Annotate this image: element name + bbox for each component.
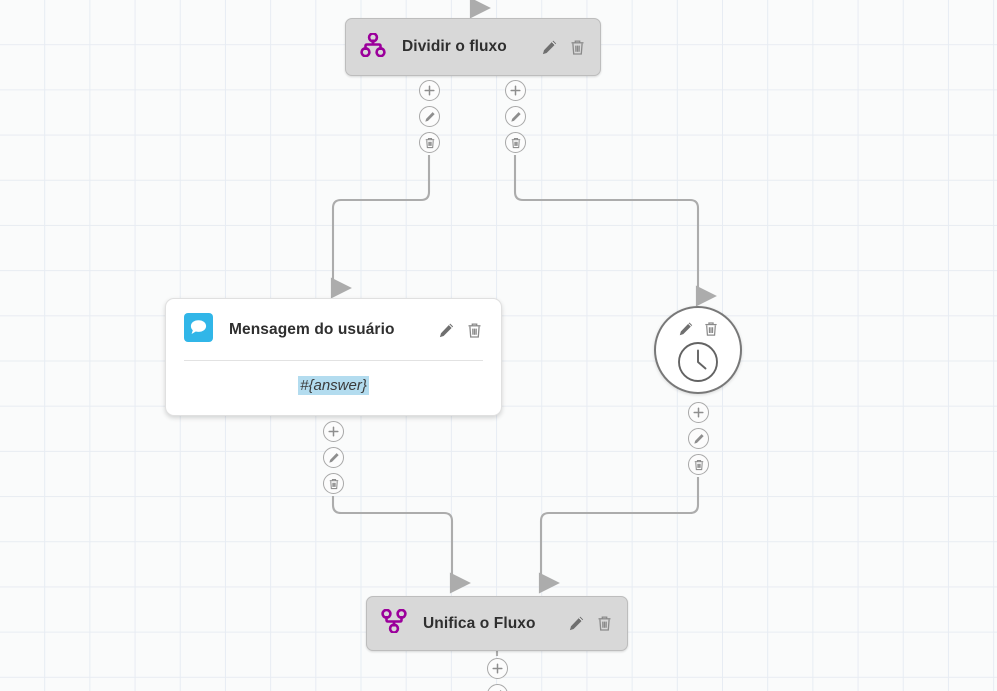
- message-token: #{answer}: [298, 375, 369, 395]
- edit-icon[interactable]: [438, 322, 455, 339]
- port-stack-split-right[interactable]: [505, 80, 526, 153]
- add-port-button[interactable]: [688, 402, 709, 423]
- delete-icon[interactable]: [569, 39, 586, 56]
- add-port-button[interactable]: [487, 658, 508, 679]
- edit-port-button[interactable]: [323, 447, 344, 468]
- edit-port-button[interactable]: [688, 428, 709, 449]
- edit-icon[interactable]: [568, 615, 585, 632]
- add-port-button[interactable]: [419, 80, 440, 101]
- node-split-flow[interactable]: Dividir o fluxo: [345, 18, 601, 76]
- delete-icon[interactable]: [466, 322, 483, 339]
- card-body: #{answer}: [166, 361, 501, 415]
- delete-port-button[interactable]: [323, 473, 344, 494]
- delete-icon[interactable]: [596, 615, 613, 632]
- node-merge-flow[interactable]: Unifica o Fluxo: [366, 596, 628, 651]
- split-flow-icon: [360, 31, 386, 62]
- connector-split-to-message: [330, 155, 431, 299]
- divider: [184, 360, 483, 361]
- connector-split-to-timer: [513, 155, 717, 307]
- edit-port-button[interactable]: [419, 106, 440, 127]
- node-toolbar: [678, 321, 719, 337]
- port-stack-user-message[interactable]: [323, 421, 344, 494]
- delete-port-button[interactable]: [505, 132, 526, 153]
- node-toolbar: [416, 322, 483, 339]
- merge-flow-icon: [381, 608, 407, 638]
- clock-icon: [677, 341, 719, 388]
- add-port-button[interactable]: [505, 80, 526, 101]
- node-user-message[interactable]: Mensagem do usuário: [165, 298, 502, 416]
- node-toolbar: [546, 615, 613, 632]
- port-stack-split-left[interactable]: [419, 80, 440, 153]
- edit-port-button[interactable]: [505, 106, 526, 127]
- delete-port-button[interactable]: [688, 454, 709, 475]
- node-timer[interactable]: [654, 306, 742, 394]
- card-header: Mensagem do usuário: [166, 299, 501, 347]
- port-stack-merge[interactable]: [487, 658, 508, 691]
- node-title: Mensagem do usuário: [229, 321, 395, 338]
- delete-icon[interactable]: [703, 321, 719, 337]
- node-title: Unifica o Fluxo: [423, 614, 536, 632]
- edit-port-button[interactable]: [487, 684, 508, 691]
- delete-port-button[interactable]: [419, 132, 440, 153]
- add-port-button[interactable]: [323, 421, 344, 442]
- connector-message-to-merge: [331, 496, 471, 594]
- node-toolbar: [519, 39, 586, 56]
- port-stack-timer[interactable]: [688, 402, 709, 475]
- chat-bubble-icon: [184, 313, 213, 347]
- connector-timer-to-merge: [538, 477, 700, 594]
- edit-icon[interactable]: [541, 39, 558, 56]
- node-title: Dividir o fluxo: [402, 38, 507, 55]
- edit-icon[interactable]: [678, 321, 694, 337]
